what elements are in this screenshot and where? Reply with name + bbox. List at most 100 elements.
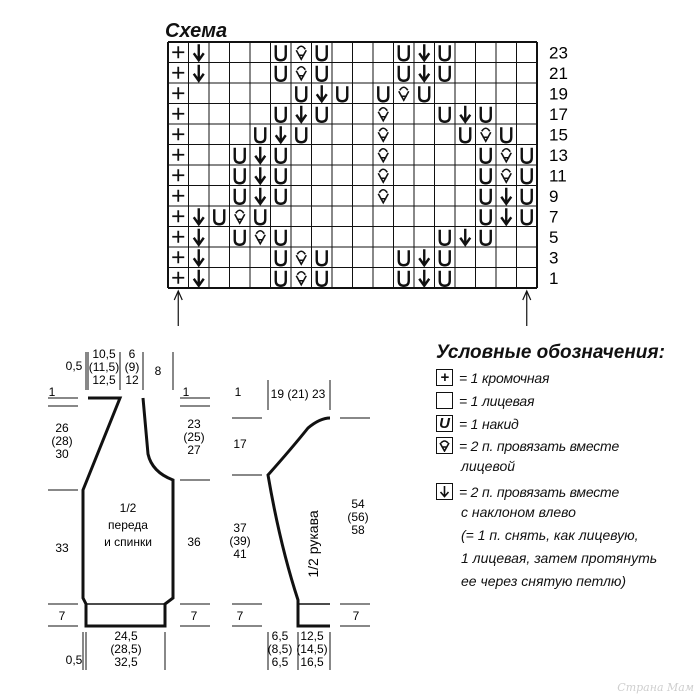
dim-label: (11,5) [89,360,119,374]
ssk-mark [500,208,513,227]
k2tog-mark [295,250,307,266]
yarn-over-mark [479,168,492,185]
row-number: 1 [549,269,558,288]
dim-label: 7 [237,609,244,623]
dim-label: 36 [187,535,201,549]
yarn-over-mark [274,106,287,123]
yarn-over-mark [274,270,287,287]
legend-item-knit: = 1 лицевая [436,392,534,409]
dim-label: 37 [233,521,247,535]
legend-item-k2tog: = 2 п. провязать вместе [436,437,619,454]
row-number: 13 [549,146,568,165]
dim-label: (8,5) [268,642,293,656]
dim-label: 16,5 [300,655,324,669]
k2tog-mark [500,168,512,184]
yarn-over-mark [459,127,472,144]
row-number: 9 [549,187,558,206]
row-number: 7 [549,207,558,226]
yarn-over-mark [233,147,246,164]
yarn-over-mark [438,229,451,246]
k2tog-symbol-icon [436,437,453,454]
yarn-over-mark [377,86,390,103]
ssk-mark [192,44,205,63]
k2tog-mark [295,65,307,82]
ssk-mark [295,105,308,124]
yarn-over-mark [397,65,410,82]
dim-label: 1 [183,385,190,399]
ssk-mark [192,269,205,288]
sleeve-outline [266,416,331,628]
dim-label: 0,5 [66,359,83,373]
dim-label: 27 [187,443,201,457]
ssk-mark [418,64,431,83]
k2tog-mark [295,45,307,61]
row-number: 23 [549,43,568,62]
ssk-mark [192,228,205,247]
yarn-over-mark [295,127,308,144]
k2tog-mark [377,168,389,184]
legend-text-cont: лицевой [461,458,516,474]
dim-label: 10,5 [92,347,116,361]
dim-label: 12,5 [300,629,324,643]
row-number: 5 [549,228,558,247]
yarn-over-mark [233,188,246,205]
yarn-over-mark [479,147,492,164]
dim-label: 0,5 [66,653,83,667]
knit-symbol-icon [436,392,453,409]
legend-text-cont: с наклоном влево [461,504,576,520]
k2tog-mark [295,270,307,287]
dim-label: 1 [49,385,56,399]
dim-label: 7 [353,609,360,623]
yarn-over-mark [397,270,410,287]
ssk-symbol-icon [436,483,453,500]
yarn-over-mark [520,147,533,164]
legend-text-cont: ее через снятую петлю) [461,573,627,589]
yarn-over-mark [438,270,451,287]
legend-text: = 2 п. провязать вместе [459,483,620,500]
yarn-over-mark [520,188,533,205]
yarn-over-mark [295,86,308,103]
dim-label: (14,5) [296,642,327,656]
arrow-head-icon [522,289,532,301]
legend-text-cont: 1 лицевая, затем протянуть [461,550,658,566]
yarn-over-mark [479,229,492,246]
selvedge-mark [172,87,185,100]
dim-label: 26 [55,421,69,435]
row-number: 3 [549,248,558,267]
yarn-over-mark [315,270,328,287]
ssk-mark [254,146,267,165]
yarn-over-mark [418,86,431,103]
legend-text: = 1 накид [459,415,519,432]
yarn-over-symbol-icon: U [436,415,453,432]
k2tog-mark [377,188,389,205]
legend-item-yarn-over: U = 1 накид [436,415,519,432]
dim-label: (28) [51,434,72,448]
dim-label: 17 [233,437,247,451]
dim-label: 6,5 [272,629,289,643]
dim-label: 7 [59,609,66,623]
selvedge-mark [172,66,185,79]
dim-label: 23 [187,417,201,431]
yarn-over-mark [479,188,492,205]
k2tog-mark [377,106,389,123]
yarn-over-mark [315,106,328,123]
k2tog-mark [480,127,492,143]
legend-title: Условные обозначения: [436,342,665,363]
yarn-over-mark [520,209,533,226]
dim-label: (56) [347,510,368,524]
dim-label: 41 [233,547,247,561]
selvedge-mark [172,210,185,223]
arrow-head-icon [173,289,183,301]
yarn-over-mark [500,127,513,144]
chart-grid [167,41,538,289]
selvedge-mark [172,46,185,59]
legend-text: = 1 кромочная [459,369,550,386]
k2tog-mark [377,127,389,143]
row-number: 21 [549,64,568,83]
ssk-mark [254,187,267,206]
ssk-mark [315,85,328,104]
k2tog-mark [234,209,246,225]
dim-label: 7 [191,609,198,623]
